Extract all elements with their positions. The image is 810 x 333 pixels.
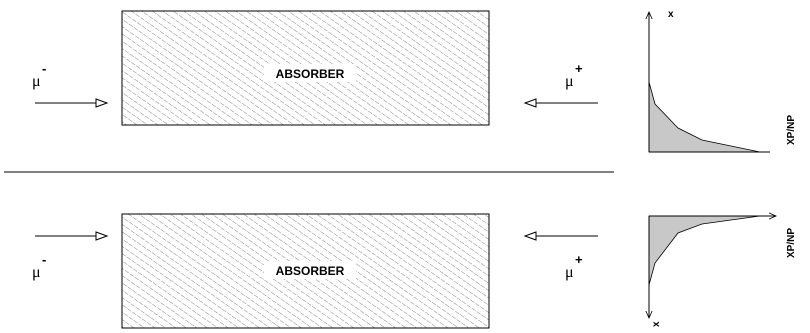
top-plot-y-label: x (668, 9, 674, 20)
top-left-muon-symbol: μ (32, 73, 41, 90)
bottom-plot: x XP/NP (649, 216, 797, 327)
top-plot: x XP/NP (648, 9, 797, 153)
top-right-muon-charge: + (575, 61, 583, 76)
top-absorber-label: ABSORBER (276, 67, 345, 81)
bottom-plot-fill (648, 215, 761, 286)
bottom-right-muon-symbol: μ (565, 264, 574, 281)
bottom-right-muon-charge: + (575, 252, 583, 267)
bottom-absorber-label-bg (264, 261, 356, 279)
top-absorber-label-bg (264, 64, 356, 82)
top-plot-x-label: XP/NP (786, 115, 797, 145)
bottom-left-muon-symbol: μ (32, 264, 41, 281)
bottom-absorber-label: ABSORBER (276, 264, 345, 278)
top-left-muon-charge: - (42, 61, 46, 76)
bottom-plot-y-label: x (651, 321, 662, 327)
bottom-panel: ABSORBER μ - μ + x XP/NP (32, 214, 797, 329)
top-right-muon-symbol: μ (565, 73, 574, 90)
bottom-left-muon-charge: - (42, 252, 46, 267)
bottom-plot-x-label: XP/NP (786, 228, 797, 258)
top-plot-fill (648, 81, 761, 153)
top-panel: ABSORBER μ - μ + x XP/NP (32, 9, 797, 153)
